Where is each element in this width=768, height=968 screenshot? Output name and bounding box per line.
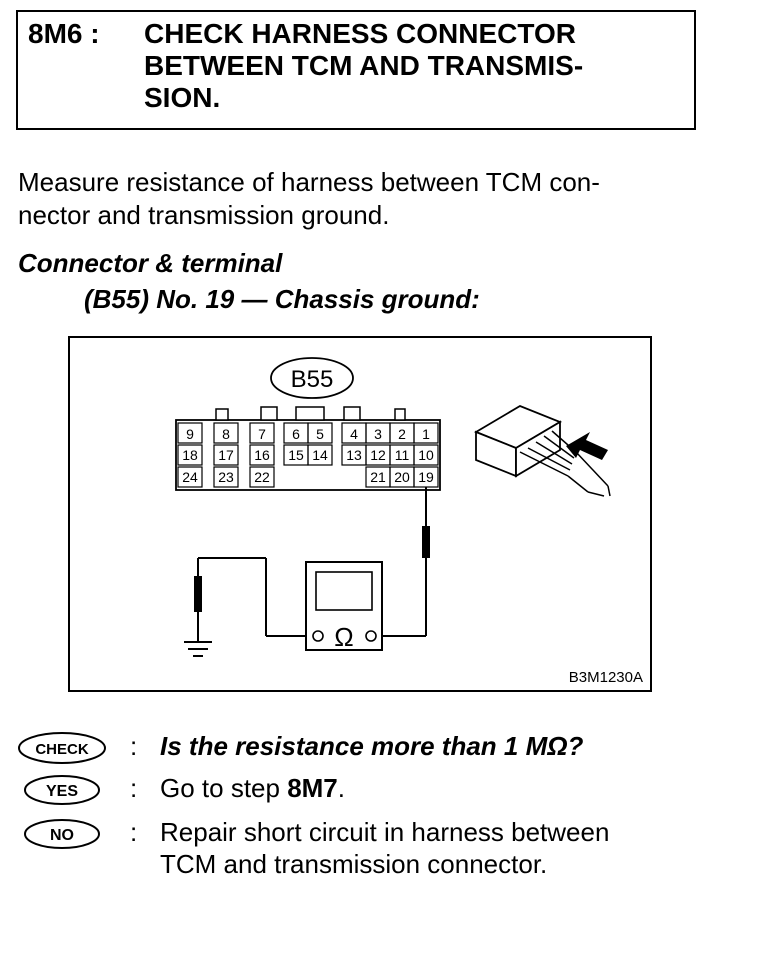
step-id: 8M6 : bbox=[28, 18, 100, 49]
pin-number: 20 bbox=[394, 469, 410, 485]
pin-number: 21 bbox=[370, 469, 386, 485]
pin-number: 3 bbox=[374, 426, 382, 442]
step-title-line-2: BETWEEN TCM AND TRANSMIS- bbox=[144, 50, 584, 81]
connector-wires bbox=[519, 430, 611, 497]
pin-number: 6 bbox=[292, 426, 300, 442]
pin-number: 4 bbox=[350, 426, 358, 442]
instruction-text: Measure resistance of harness between TC… bbox=[18, 166, 708, 232]
yes-badge-label: YES bbox=[46, 783, 78, 800]
connector-label-oval bbox=[270, 357, 354, 399]
ohmmeter-display bbox=[315, 571, 373, 611]
direction-arrow-icon bbox=[566, 432, 608, 460]
pin-number: 18 bbox=[182, 447, 198, 463]
connector-detail: (B55) No. 19 — Chassis ground: bbox=[84, 284, 480, 314]
step-title-line-1: CHECK HARNESS CONNECTOR bbox=[144, 18, 576, 49]
check-badge-label: CHECK bbox=[35, 741, 89, 758]
instruction-line-2: nector and transmission ground. bbox=[18, 200, 390, 230]
pin-number: 8 bbox=[222, 426, 230, 442]
pin-number: 23 bbox=[218, 469, 234, 485]
probe-lead-right bbox=[380, 487, 427, 637]
no-text-line-2: TCM and transmission connector. bbox=[160, 849, 548, 879]
wiring-diagram: B55 9 8 7 bbox=[68, 336, 652, 692]
no-badge: NO bbox=[24, 819, 100, 849]
pin-number: 5 bbox=[316, 426, 324, 442]
pin-number: 1 bbox=[422, 426, 430, 442]
ohmmeter-terminal-right bbox=[365, 630, 377, 642]
figure-code: B3M1230A bbox=[569, 669, 643, 686]
pin-number: 19 bbox=[418, 469, 434, 485]
connector-heading: Connector & terminal bbox=[18, 248, 283, 278]
pin-number: 2 bbox=[398, 426, 406, 442]
yes-colon: : bbox=[130, 773, 138, 803]
connector-latch bbox=[295, 406, 325, 421]
pin-grid bbox=[177, 422, 439, 488]
probe-tip-left bbox=[194, 576, 202, 612]
yes-badge: YES bbox=[24, 775, 100, 805]
no-text: Repair short circuit in harness between … bbox=[160, 816, 740, 880]
yes-prefix: Go to step bbox=[160, 773, 288, 803]
no-colon: : bbox=[130, 817, 138, 847]
pin-number: 17 bbox=[218, 447, 234, 463]
pin-number: 22 bbox=[254, 469, 270, 485]
no-text-line-1: Repair short circuit in harness between bbox=[160, 817, 610, 847]
pin-number: 13 bbox=[346, 447, 362, 463]
pin-number: 14 bbox=[312, 447, 328, 463]
ohm-symbol: Ω bbox=[334, 622, 353, 652]
pin-number: 11 bbox=[395, 447, 410, 463]
check-row: CHECK : Is the resistance more than 1 MΩ… bbox=[0, 730, 768, 770]
step-title: CHECK HARNESS CONNECTOR BETWEEN TCM AND … bbox=[144, 18, 689, 114]
check-question: Is the resistance more than 1 MΩ? bbox=[160, 731, 584, 761]
ground-symbol bbox=[184, 641, 212, 657]
yes-step-link: 8M7 bbox=[287, 773, 338, 803]
pin-number: 15 bbox=[288, 447, 304, 463]
no-badge-label: NO bbox=[50, 827, 74, 844]
no-row: NO : Repair short circuit in harness bet… bbox=[0, 816, 768, 896]
connector-latch bbox=[260, 406, 278, 421]
yes-text: Go to step 8M7. bbox=[160, 772, 740, 804]
check-badge: CHECK bbox=[18, 732, 106, 764]
check-colon: : bbox=[130, 731, 138, 761]
ohmmeter-terminal-left bbox=[312, 630, 324, 642]
pin-number: 12 bbox=[370, 447, 386, 463]
pin-number: 16 bbox=[254, 447, 270, 463]
pin-number: 10 bbox=[418, 447, 434, 463]
step-header-box: 8M6 : CHECK HARNESS CONNECTOR BETWEEN TC… bbox=[16, 10, 696, 130]
pin-number: 7 bbox=[258, 426, 266, 442]
step-title-line-3: SION. bbox=[144, 82, 221, 113]
instruction-line-1: Measure resistance of harness between TC… bbox=[18, 167, 600, 197]
connector-latch bbox=[215, 408, 229, 421]
connector-latch bbox=[343, 406, 361, 421]
connector-illustration bbox=[473, 404, 563, 478]
connector-latch bbox=[394, 408, 406, 421]
connector-label: B55 bbox=[291, 366, 334, 393]
yes-suffix: . bbox=[337, 773, 345, 803]
probe-tip-right bbox=[422, 526, 430, 558]
pin-number: 9 bbox=[186, 426, 194, 442]
yes-row: YES : Go to step 8M7. bbox=[0, 772, 768, 812]
pin-number: 24 bbox=[182, 469, 198, 485]
